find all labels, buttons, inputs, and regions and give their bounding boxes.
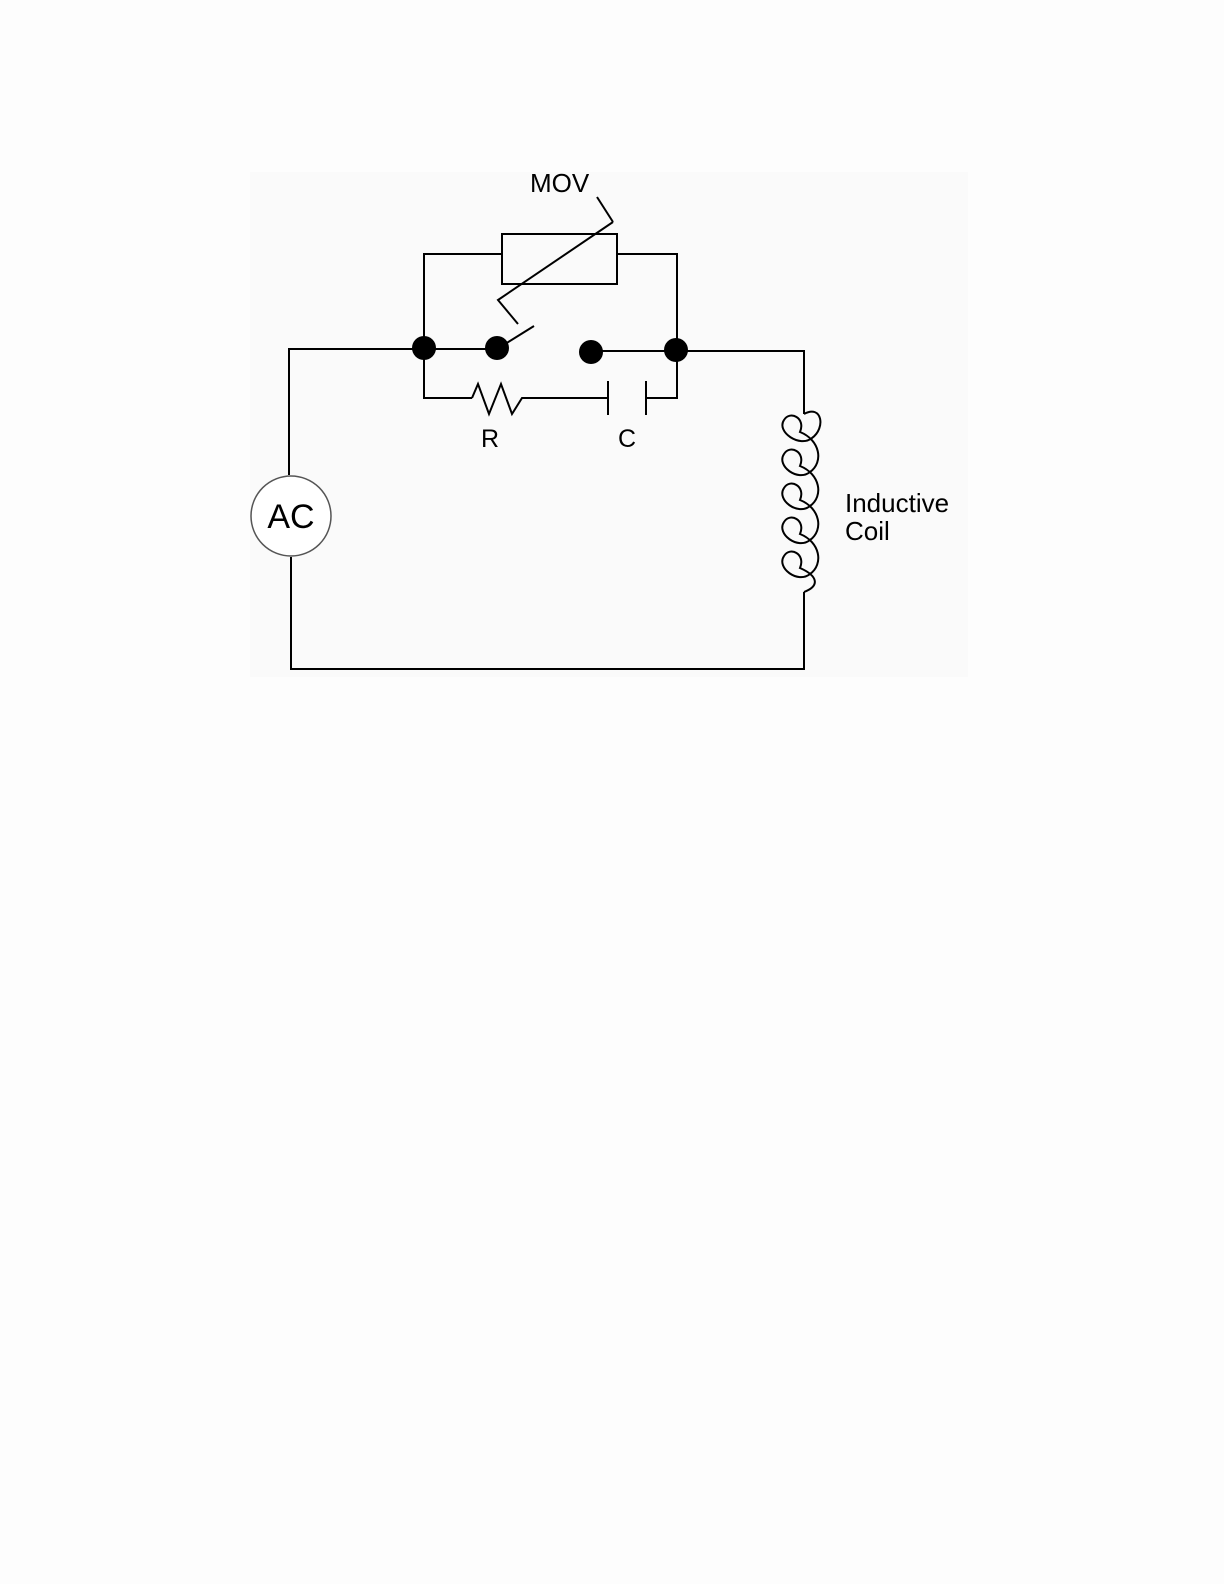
switch-contact-left-dot xyxy=(485,336,509,360)
coil-label-line2: Coil xyxy=(845,516,890,546)
coil-label-line1: Inductive xyxy=(845,488,949,518)
capacitor-label: C xyxy=(618,425,636,453)
diagram-panel xyxy=(250,172,968,677)
mov-label: MOV xyxy=(530,168,590,198)
resistor-label: R xyxy=(481,425,499,453)
switch-contact-right-dot xyxy=(579,340,603,364)
ac-source-label: AC xyxy=(267,498,314,536)
